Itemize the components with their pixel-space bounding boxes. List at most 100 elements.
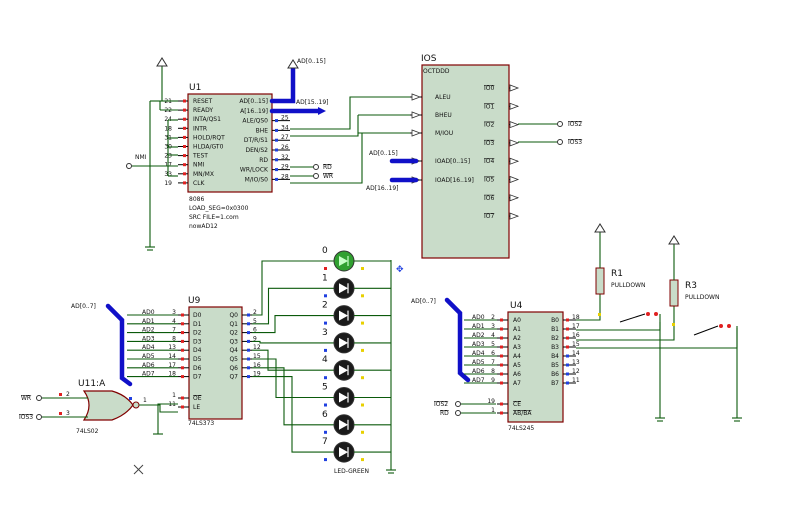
u9-d-num: 17 <box>168 362 176 369</box>
u9-part: 74LS373 <box>188 420 214 427</box>
pin-marker <box>183 154 186 158</box>
pin-marker <box>181 405 184 409</box>
u9-d-pin: D4 <box>193 347 202 354</box>
u1-pin-name: TEST <box>192 153 208 160</box>
u9-d-net: AD1 <box>142 318 155 325</box>
pin-marker <box>361 376 364 380</box>
resistor-r3[interactable]: R3 PULLDOWN <box>669 279 719 307</box>
diode-icon <box>339 283 348 294</box>
u4-part: 74LS245 <box>508 425 534 432</box>
u1-pin-num: 32 <box>281 154 289 161</box>
u9-q-pin: Q5 <box>229 356 238 363</box>
u4-a-net: AD6 <box>472 368 485 375</box>
led-wire <box>252 358 334 399</box>
u1-pin-num: 34 <box>281 124 289 131</box>
u1-pin-name: RD <box>259 157 268 164</box>
u4-a-num: 6 <box>491 350 495 357</box>
u4-ctrl-num: 19 <box>487 398 495 405</box>
pin-marker <box>324 458 327 462</box>
ios-pin-name: IO2 <box>484 122 494 129</box>
pin-marker <box>324 403 327 407</box>
diode-icon <box>339 310 348 321</box>
u4-b-pin: B0 <box>551 317 559 324</box>
pin-marker <box>181 322 184 326</box>
output-arrow-icon <box>509 212 520 220</box>
ios-pin-name: IO7 <box>484 213 494 220</box>
pin-marker <box>275 119 278 123</box>
u1-cpu[interactable]: U1 8086 LOAD_SEG=0x0300 SRC FILE=1.com n… <box>164 83 290 230</box>
pin-marker <box>500 402 503 406</box>
resistor-r1[interactable]: R1 PULLDOWN <box>595 267 645 295</box>
pin-marker <box>275 148 278 152</box>
terminal-icon <box>36 414 42 420</box>
pin-marker <box>361 348 364 352</box>
close-icon <box>133 464 144 475</box>
pin-marker <box>181 375 184 379</box>
ios-decoder[interactable]: IOS OCTDDD ALEUBHEUM/IOUIOAD[0..15]IOAD[… <box>410 54 520 259</box>
u9-d-num: 13 <box>168 344 176 351</box>
pin-marker <box>566 345 569 349</box>
diode-icon <box>339 419 348 430</box>
switch-1[interactable] <box>619 312 658 323</box>
u4-a-pin: A6 <box>513 371 521 378</box>
u1-pin-name: A[16..19] <box>240 108 268 115</box>
u1-pin-name: HLDA/GT0 <box>193 144 224 151</box>
u4-b-num: 14 <box>572 350 580 357</box>
u11-in-0: WR <box>21 395 31 402</box>
led-label: 1 <box>322 273 328 283</box>
pin-marker <box>247 348 250 352</box>
u4-a-pin: A5 <box>513 362 521 369</box>
u4-a-num: 9 <box>491 377 495 384</box>
power-icon <box>668 235 680 245</box>
u9-latch[interactable]: U9 74LS373 D03D14D27D38D413D514D617D718Q… <box>168 296 260 427</box>
pin-marker <box>183 126 186 130</box>
u9-q-pin: Q1 <box>229 321 238 328</box>
pin-marker <box>247 339 250 343</box>
u4-a-pin: A1 <box>513 326 521 333</box>
pin-marker <box>566 363 569 367</box>
u9-q-num: 12 <box>253 344 261 351</box>
pin-marker <box>500 345 503 349</box>
pin-marker <box>181 348 184 352</box>
r1-ref: R1 <box>611 269 623 279</box>
u9-d-num: 8 <box>172 335 176 342</box>
u4-b-num: 13 <box>572 359 580 366</box>
u11-nor-gate[interactable]: U11:A 74LS02 <box>76 379 140 435</box>
u9-d-net: AD4 <box>142 344 155 351</box>
pin-marker <box>181 313 184 317</box>
u9-d-num: 3 <box>172 309 176 316</box>
pin-marker <box>324 430 327 434</box>
u4-b-pin: B5 <box>551 362 559 369</box>
u4-ctrl-net-1: RD <box>440 410 449 417</box>
pin-marker <box>361 294 364 298</box>
u9-ad-bus <box>105 303 133 387</box>
terminal-icon <box>313 173 319 179</box>
ios-out-io2: IOS2 <box>568 121 582 128</box>
u1-pin-name: RESET <box>193 98 213 105</box>
pin-marker <box>275 177 278 181</box>
switch-2[interactable] <box>693 324 731 336</box>
pin-marker <box>500 363 503 367</box>
u4-a-num: 5 <box>491 341 495 348</box>
u4-a-net: AD4 <box>472 350 485 357</box>
u1-pin-name: HOLD/RQT <box>193 134 225 141</box>
ios-out-io3: IOS3 <box>568 139 582 146</box>
r1-value: PULLDOWN <box>611 282 645 289</box>
u9-d-num: 14 <box>168 353 176 360</box>
diode-icon <box>339 337 348 348</box>
u4-a-net: AD2 <box>472 332 485 339</box>
u9-d-pin: D1 <box>193 321 202 328</box>
u4-b-pin: B4 <box>551 353 559 360</box>
u9-d-num: 7 <box>172 327 176 334</box>
r3-ref: R3 <box>685 281 697 291</box>
u1-wr-label: WR <box>323 173 333 180</box>
u9-d-net: AD2 <box>142 327 155 334</box>
output-arrow-icon <box>509 139 520 147</box>
ios-pin-name: IO4 <box>484 158 494 165</box>
